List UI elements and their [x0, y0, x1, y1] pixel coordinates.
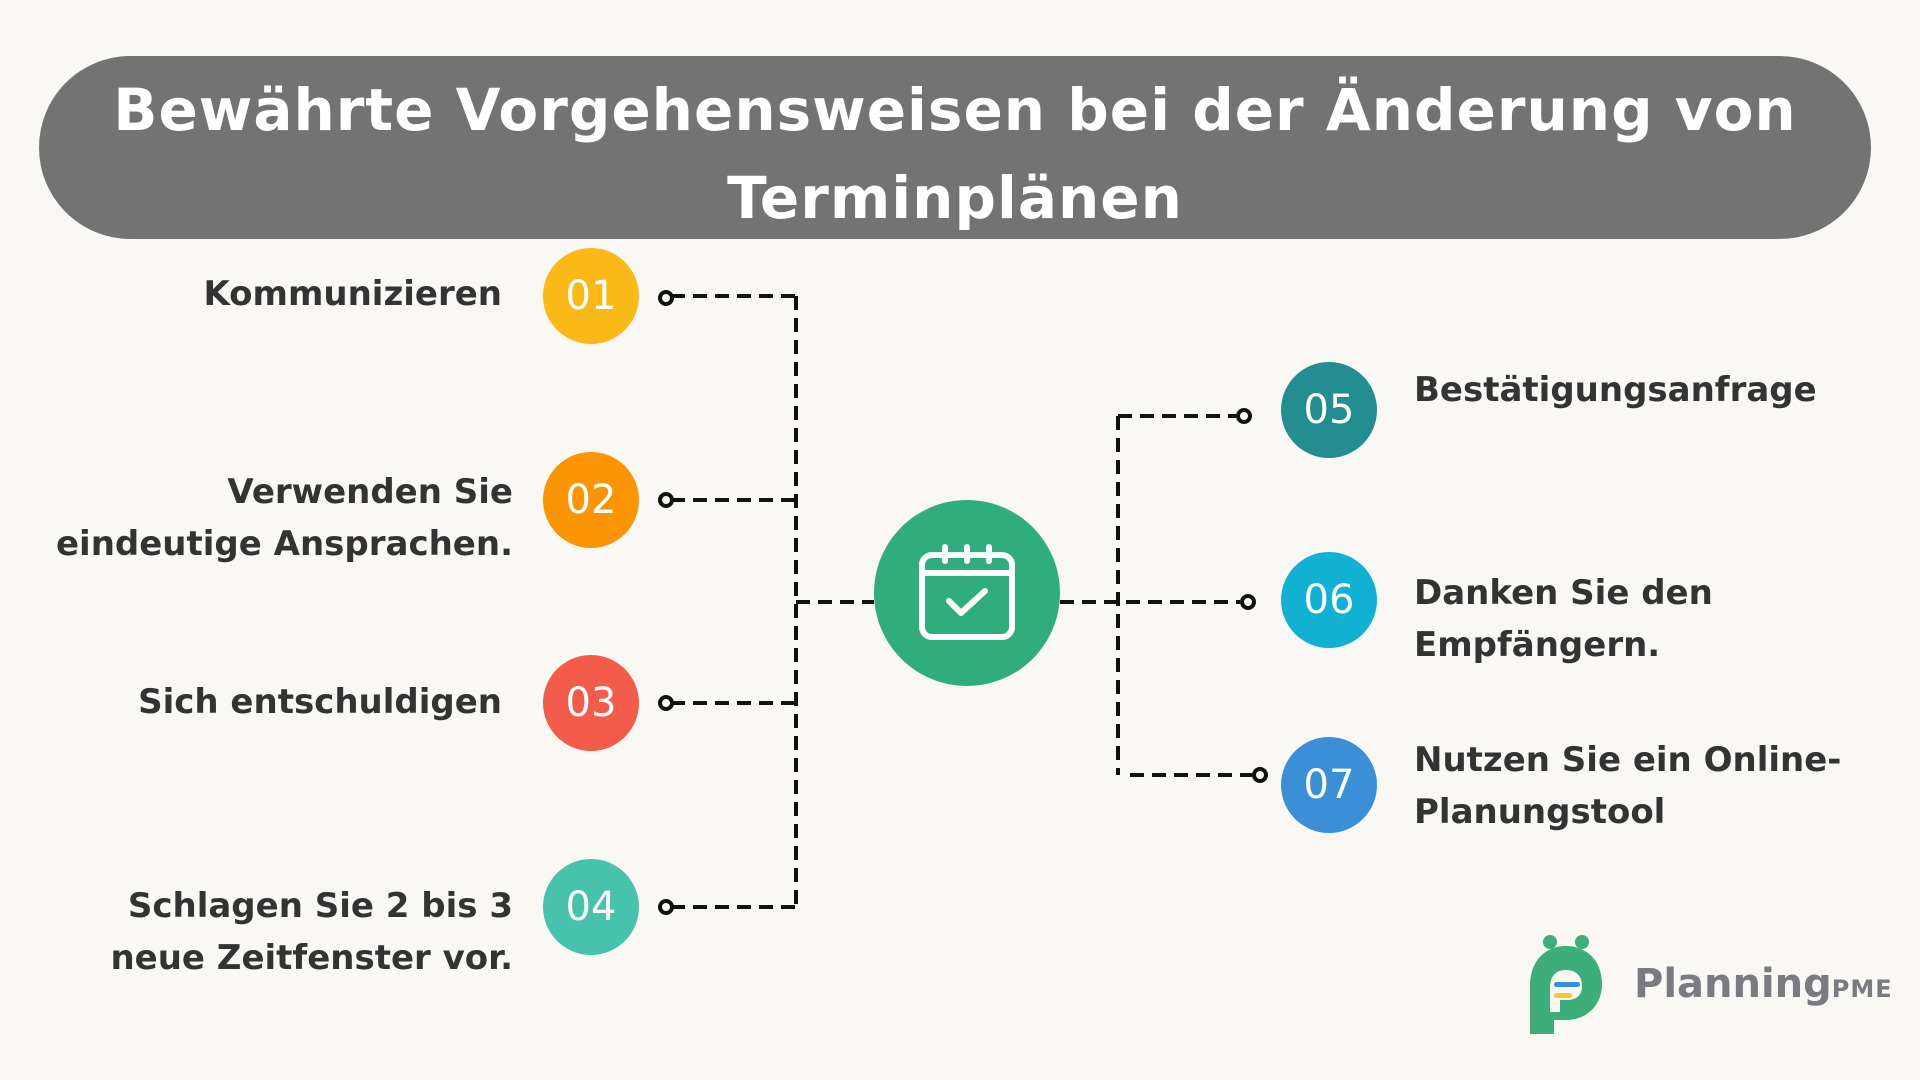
- step-04-label: Schlagen Sie 2 bis 3 neue Zeitfenster vo…: [110, 880, 513, 984]
- planningpme-logo: PlanningPME: [1516, 930, 1892, 1036]
- step-01-badge: 01: [543, 248, 639, 344]
- step-04-label-line-1: Schlagen Sie 2 bis 3: [127, 886, 513, 926]
- title-line-2: Terminplänen: [727, 164, 1183, 232]
- logo-wordmark: PlanningPME: [1634, 960, 1893, 1013]
- step-03-badge: 03: [543, 655, 639, 751]
- step-02-label-line-1: Verwenden Sie: [227, 472, 513, 512]
- step-07-label-line-2: Planungstool: [1414, 792, 1666, 832]
- step-07-label-line-1: Nutzen Sie ein Online-: [1414, 740, 1842, 780]
- logo-suffix: PME: [1831, 975, 1893, 1003]
- step-06-label-line-1: Danken Sie den: [1414, 573, 1713, 613]
- step-02-label-line-2: eindeutige Ansprachen.: [55, 524, 513, 564]
- title-banner: [39, 56, 1871, 239]
- calendar-check-icon: [919, 544, 1015, 640]
- step-07-label: Nutzen Sie ein Online- Planungstool: [1414, 734, 1841, 838]
- step-07-badge: 07: [1281, 737, 1377, 833]
- step-02-label: Verwenden Sie eindeutige Ansprachen.: [56, 466, 513, 570]
- title-line-1: Bewährte Vorgehensweisen bei der Änderun…: [113, 76, 1797, 144]
- step-06-badge: 06: [1281, 552, 1377, 648]
- step-05-label-line-1: Bestätigungsanfrage: [1414, 370, 1817, 410]
- hub-circle: [874, 500, 1060, 686]
- step-04-badge: 04: [543, 859, 639, 955]
- page-title: Bewährte Vorgehensweisen bei der Änderun…: [39, 66, 1871, 242]
- step-05-badge: 05: [1281, 362, 1377, 458]
- step-01-label: Kommunizieren: [203, 268, 502, 320]
- step-04-label-line-2: neue Zeitfenster vor.: [110, 938, 513, 978]
- logo-word: Planning: [1634, 961, 1832, 1007]
- step-03-label-line-1: Sich entschuldigen: [138, 682, 502, 722]
- planningpme-logo-icon: [1530, 935, 1602, 1034]
- step-06-label: Danken Sie den Empfängern.: [1414, 567, 1713, 671]
- step-03-label: Sich entschuldigen: [138, 676, 502, 728]
- step-01-label-line-1: Kommunizieren: [203, 274, 502, 314]
- step-05-label: Bestätigungsanfrage: [1414, 364, 1817, 416]
- step-02-badge: 02: [543, 452, 639, 548]
- step-06-label-line-2: Empfängern.: [1414, 625, 1661, 665]
